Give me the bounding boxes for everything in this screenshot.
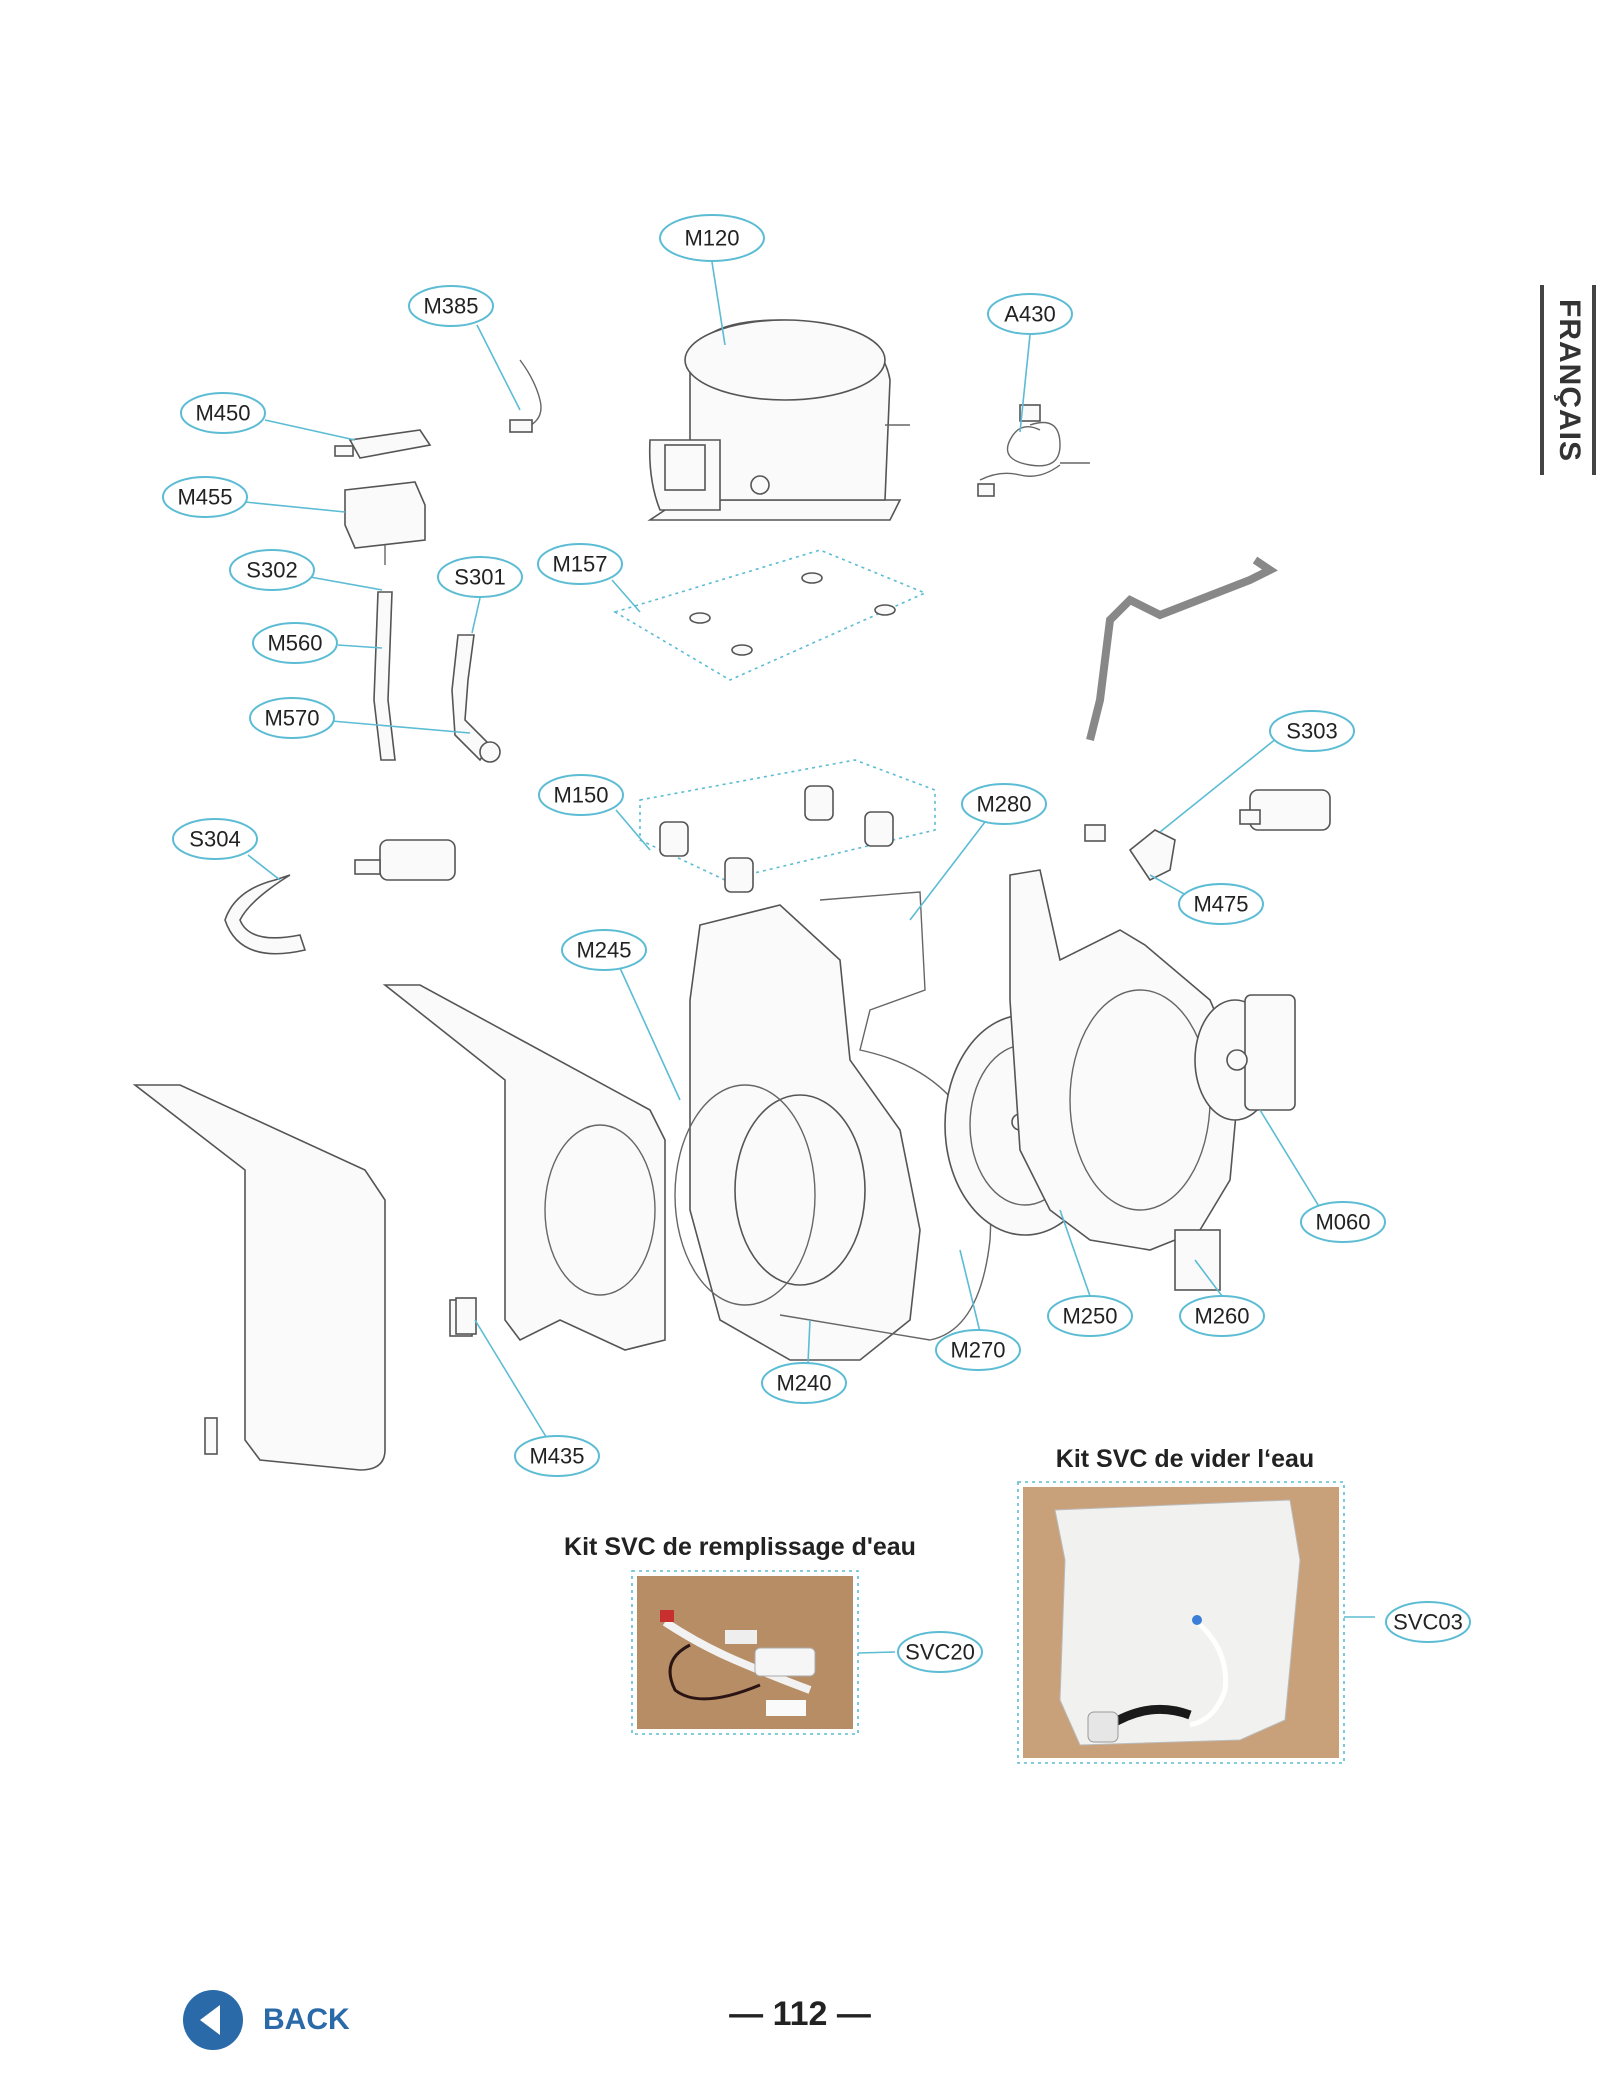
callout-svc20: SVC20 <box>897 1631 983 1673</box>
callout-label: M120 <box>684 226 739 251</box>
callout-label: M560 <box>267 631 322 656</box>
bracket-part <box>344 481 426 565</box>
callout-label: M060 <box>1315 1210 1370 1235</box>
callout-label: M570 <box>264 706 319 731</box>
hose-m560-part <box>373 591 396 761</box>
valve-cover-part <box>334 429 432 459</box>
grommet-set-m157 <box>689 572 896 656</box>
callout-label: S302 <box>246 558 297 583</box>
leader-lines <box>244 261 1375 1654</box>
callout-label: M385 <box>423 294 478 319</box>
pump-lower-part <box>354 839 456 881</box>
fitting-m475-part <box>1084 824 1176 882</box>
callout-m120: M120 <box>659 214 765 262</box>
callout-m245: M245 <box>561 929 647 971</box>
fill-kit-photo <box>637 1576 853 1729</box>
clip-part <box>455 1297 477 1335</box>
callout-m250: M250 <box>1047 1295 1133 1337</box>
hose-s304-part <box>224 874 307 955</box>
compressor-part <box>647 319 910 521</box>
callout-m280: M280 <box>961 783 1047 825</box>
duct-cover-part <box>132 1084 386 1471</box>
callout-m060: M060 <box>1300 1201 1386 1243</box>
callout-label: SVC20 <box>905 1640 975 1665</box>
page-number: — 112 — <box>729 1995 871 2033</box>
back-button[interactable]: BACK <box>183 1988 383 2052</box>
callout-m260: M260 <box>1179 1295 1265 1337</box>
callout-m150: M150 <box>538 774 624 816</box>
callout-label: A430 <box>1004 302 1055 327</box>
back-button-label: BACK <box>263 2003 350 2036</box>
callout-label: M250 <box>1062 1304 1117 1329</box>
drain-kit-title: Kit SVC de vider l‘eau <box>1056 1445 1314 1473</box>
back-arrow-icon <box>183 1990 243 2050</box>
callout-svc03: SVC03 <box>1385 1601 1471 1643</box>
callout-m435: M435 <box>514 1435 600 1477</box>
hose-m570-part <box>451 634 501 763</box>
callout-m385: M385 <box>408 285 494 327</box>
callout-m455: M455 <box>162 476 248 518</box>
blower-housing-part <box>689 904 921 1361</box>
callout-s303: S303 <box>1269 710 1355 752</box>
callout-m560: M560 <box>252 622 338 664</box>
callout-label: M435 <box>529 1444 584 1469</box>
callout-s301: S301 <box>437 556 523 598</box>
callout-label: M450 <box>195 401 250 426</box>
callout-label: S301 <box>454 565 505 590</box>
fill-kit-title: Kit SVC de remplissage d'eau <box>564 1533 916 1561</box>
callout-a430: A430 <box>987 293 1073 335</box>
pump-upper-part <box>1239 789 1331 831</box>
callout-m475: M475 <box>1178 883 1264 925</box>
callout-label: SVC03 <box>1393 1610 1463 1635</box>
callout-label: S303 <box>1286 719 1337 744</box>
callout-m450: M450 <box>180 392 266 434</box>
rubber-feet-m150 <box>659 785 894 893</box>
callout-label: M150 <box>553 783 608 808</box>
callout-m157: M157 <box>537 543 623 585</box>
callout-s304: S304 <box>172 818 258 860</box>
inner-frame-part <box>382 984 666 1351</box>
motor-part <box>1194 994 1296 1121</box>
callout-label: M260 <box>1194 1304 1249 1329</box>
callout-s302: S302 <box>229 549 315 591</box>
callout-m240: M240 <box>761 1362 847 1404</box>
callout-label: M280 <box>976 792 1031 817</box>
language-tab-label: FRANÇAIS <box>1553 298 1586 462</box>
wire-harness-part <box>509 359 542 433</box>
callout-label: M245 <box>576 938 631 963</box>
callout-label: M455 <box>177 485 232 510</box>
callout-label: M475 <box>1193 892 1248 917</box>
pipe-part <box>1086 556 1278 741</box>
language-tab <box>1540 285 1596 475</box>
callout-label: M157 <box>552 552 607 577</box>
callout-label: M240 <box>776 1371 831 1396</box>
callout-m570: M570 <box>249 697 335 739</box>
drain-kit-photo <box>1023 1487 1339 1758</box>
power-cord-part <box>977 404 1090 497</box>
callout-m270: M270 <box>935 1329 1021 1371</box>
callout-label: M270 <box>950 1338 1005 1363</box>
callout-label: S304 <box>189 827 240 852</box>
